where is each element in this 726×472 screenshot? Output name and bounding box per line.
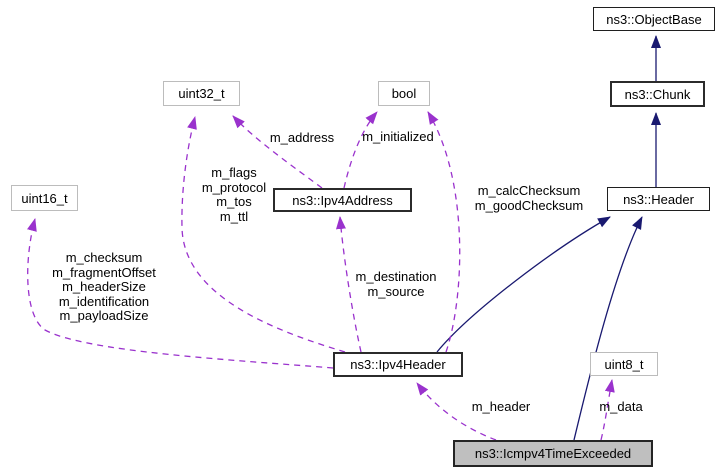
node-uint16-t: uint16_t <box>11 185 78 211</box>
edge-member-m-data <box>600 379 615 441</box>
edge-label-m-checksum-group: m_checksum m_fragmentOffset m_headerSize… <box>52 250 156 323</box>
edge-label-m-data: m_data <box>599 399 643 414</box>
edge-member-m-initialized <box>343 111 378 189</box>
edge-label-m-destination-source: m_destination m_source <box>355 269 437 299</box>
edge-inherit-icmpv4-header <box>573 216 643 441</box>
edge-label-m-address: m_address <box>269 130 335 145</box>
edge-label-m-initialized: m_initialized <box>362 129 434 144</box>
edge-label-m-calc-good-checksum: m_calcChecksum m_goodChecksum <box>474 183 584 213</box>
node-ns3-ipv4address[interactable]: ns3::Ipv4Address <box>273 188 412 212</box>
node-bool: bool <box>378 81 430 106</box>
edge-member-m-flags-group <box>181 116 346 353</box>
node-ns3-ipv4header[interactable]: ns3::Ipv4Header <box>333 352 463 377</box>
edge-member-m-calc-good-checksum <box>427 111 461 353</box>
edge-member-m-header <box>416 382 497 441</box>
node-ns3-objectbase[interactable]: ns3::ObjectBase <box>593 7 715 31</box>
edge-member-m-destination-source <box>335 216 362 353</box>
node-uint8-t: uint8_t <box>590 352 658 376</box>
edge-label-m-header: m_header <box>471 399 531 414</box>
edge-member-m-address <box>232 115 323 189</box>
node-ns3-header[interactable]: ns3::Header <box>607 187 710 211</box>
edge-member-m-checksum-group <box>27 218 334 369</box>
node-ns3-chunk[interactable]: ns3::Chunk <box>610 81 705 107</box>
edge-label-m-flags-group: m_flags m_protocol m_tos m_ttl <box>201 165 267 224</box>
node-ns3-icmpv4timeexceeded: ns3::Icmpv4TimeExceeded <box>453 440 653 467</box>
node-uint32-t: uint32_t <box>163 81 240 106</box>
edge-inherit-ipv4header-header <box>436 216 611 353</box>
